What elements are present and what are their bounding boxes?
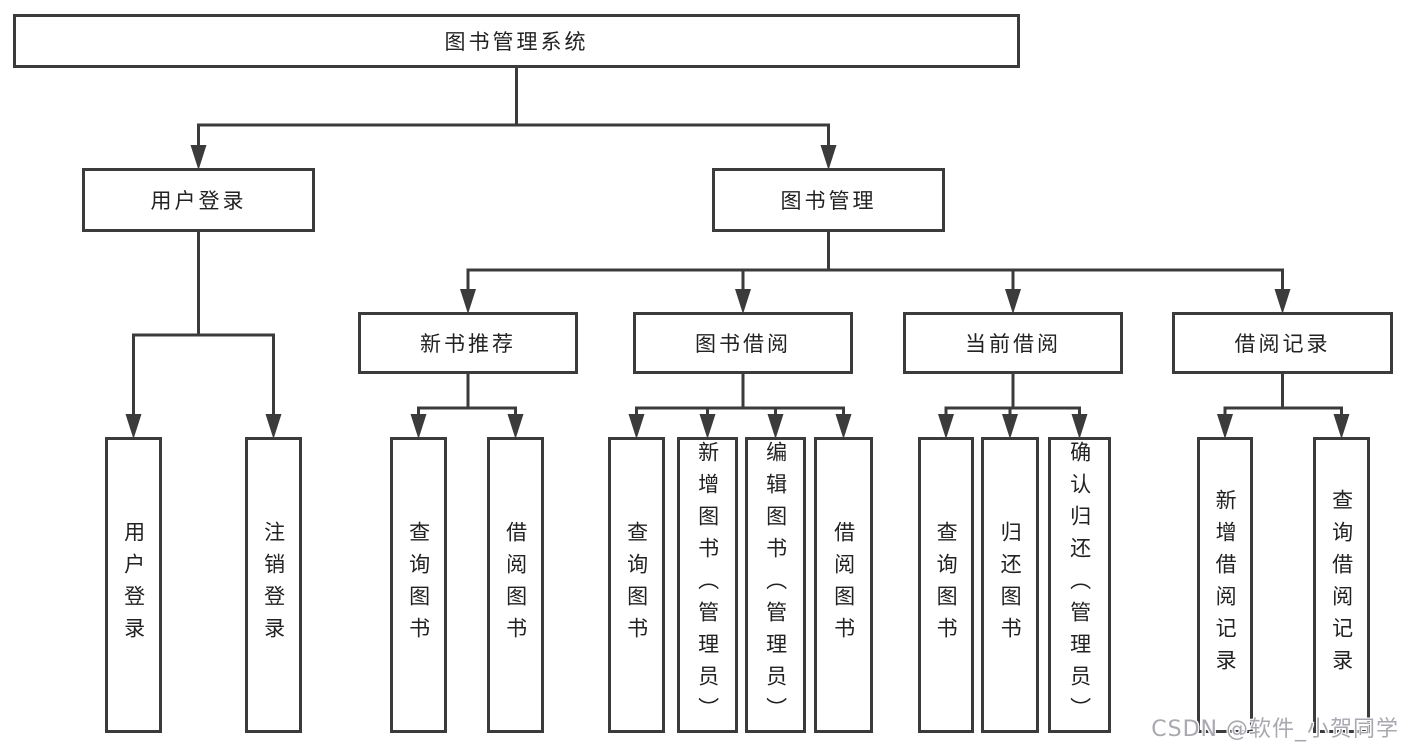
node-label: 编辑图书（管理员） <box>763 441 788 729</box>
node-label: 查询图书 <box>934 521 959 649</box>
leaf-borrowing-add-books-admin: 新增图书（管理员） <box>677 437 738 733</box>
leaf-newbook-borrow-books: 借阅图书 <box>487 437 544 733</box>
node-label: 图书管理 <box>780 189 877 213</box>
leaf-user-login: 用户登录 <box>105 437 162 733</box>
node-label: 借阅记录 <box>1234 332 1331 356</box>
node-label: 注销登录 <box>261 521 286 649</box>
node-label: 查询借阅记录 <box>1329 489 1354 681</box>
node-label: 确认归还（管理员） <box>1067 441 1092 729</box>
node-label: 查询图书 <box>624 521 649 649</box>
node-label: 新书推荐 <box>420 332 516 356</box>
node-book-borrowing: 图书借阅 <box>633 312 853 374</box>
node-label: 借阅图书 <box>503 521 528 649</box>
leaf-current-return-books: 归还图书 <box>981 437 1039 733</box>
node-label: 当前借阅 <box>965 332 1061 356</box>
node-label: 用户登录 <box>150 189 247 213</box>
node-label: 查询图书 <box>406 521 431 649</box>
leaf-borrowing-edit-books-admin: 编辑图书（管理员） <box>745 437 806 733</box>
node-label: 归还图书 <box>998 521 1023 649</box>
leaf-logout: 注销登录 <box>245 437 302 733</box>
node-current-borrowing: 当前借阅 <box>903 312 1123 374</box>
node-new-book-recommend: 新书推荐 <box>358 312 578 374</box>
leaf-newbook-query-books: 查询图书 <box>390 437 447 733</box>
leaf-borrowing-borrow-books: 借阅图书 <box>814 437 873 733</box>
leaf-records-query-record: 查询借阅记录 <box>1313 437 1370 733</box>
leaf-records-add-record: 新增借阅记录 <box>1197 437 1253 733</box>
node-label: 图书借阅 <box>695 332 791 356</box>
node-label: 新增借阅记录 <box>1213 489 1238 681</box>
node-label: 图书管理系统 <box>444 30 589 54</box>
node-borrowing-records: 借阅记录 <box>1172 312 1393 374</box>
node-label: 新增图书（管理员） <box>695 441 720 729</box>
node-library-management-system: 图书管理系统 <box>13 14 1020 68</box>
leaf-current-query-books: 查询图书 <box>918 437 974 733</box>
node-book-management: 图书管理 <box>712 168 945 232</box>
node-user-login: 用户登录 <box>82 168 315 232</box>
csdn-watermark: CSDN @软件_小贺同学 <box>1151 717 1399 742</box>
node-label: 借阅图书 <box>831 521 856 649</box>
leaf-borrowing-query-books: 查询图书 <box>608 437 665 733</box>
node-label: 用户登录 <box>121 521 146 649</box>
leaf-current-confirm-return-admin: 确认归还（管理员） <box>1048 437 1111 733</box>
